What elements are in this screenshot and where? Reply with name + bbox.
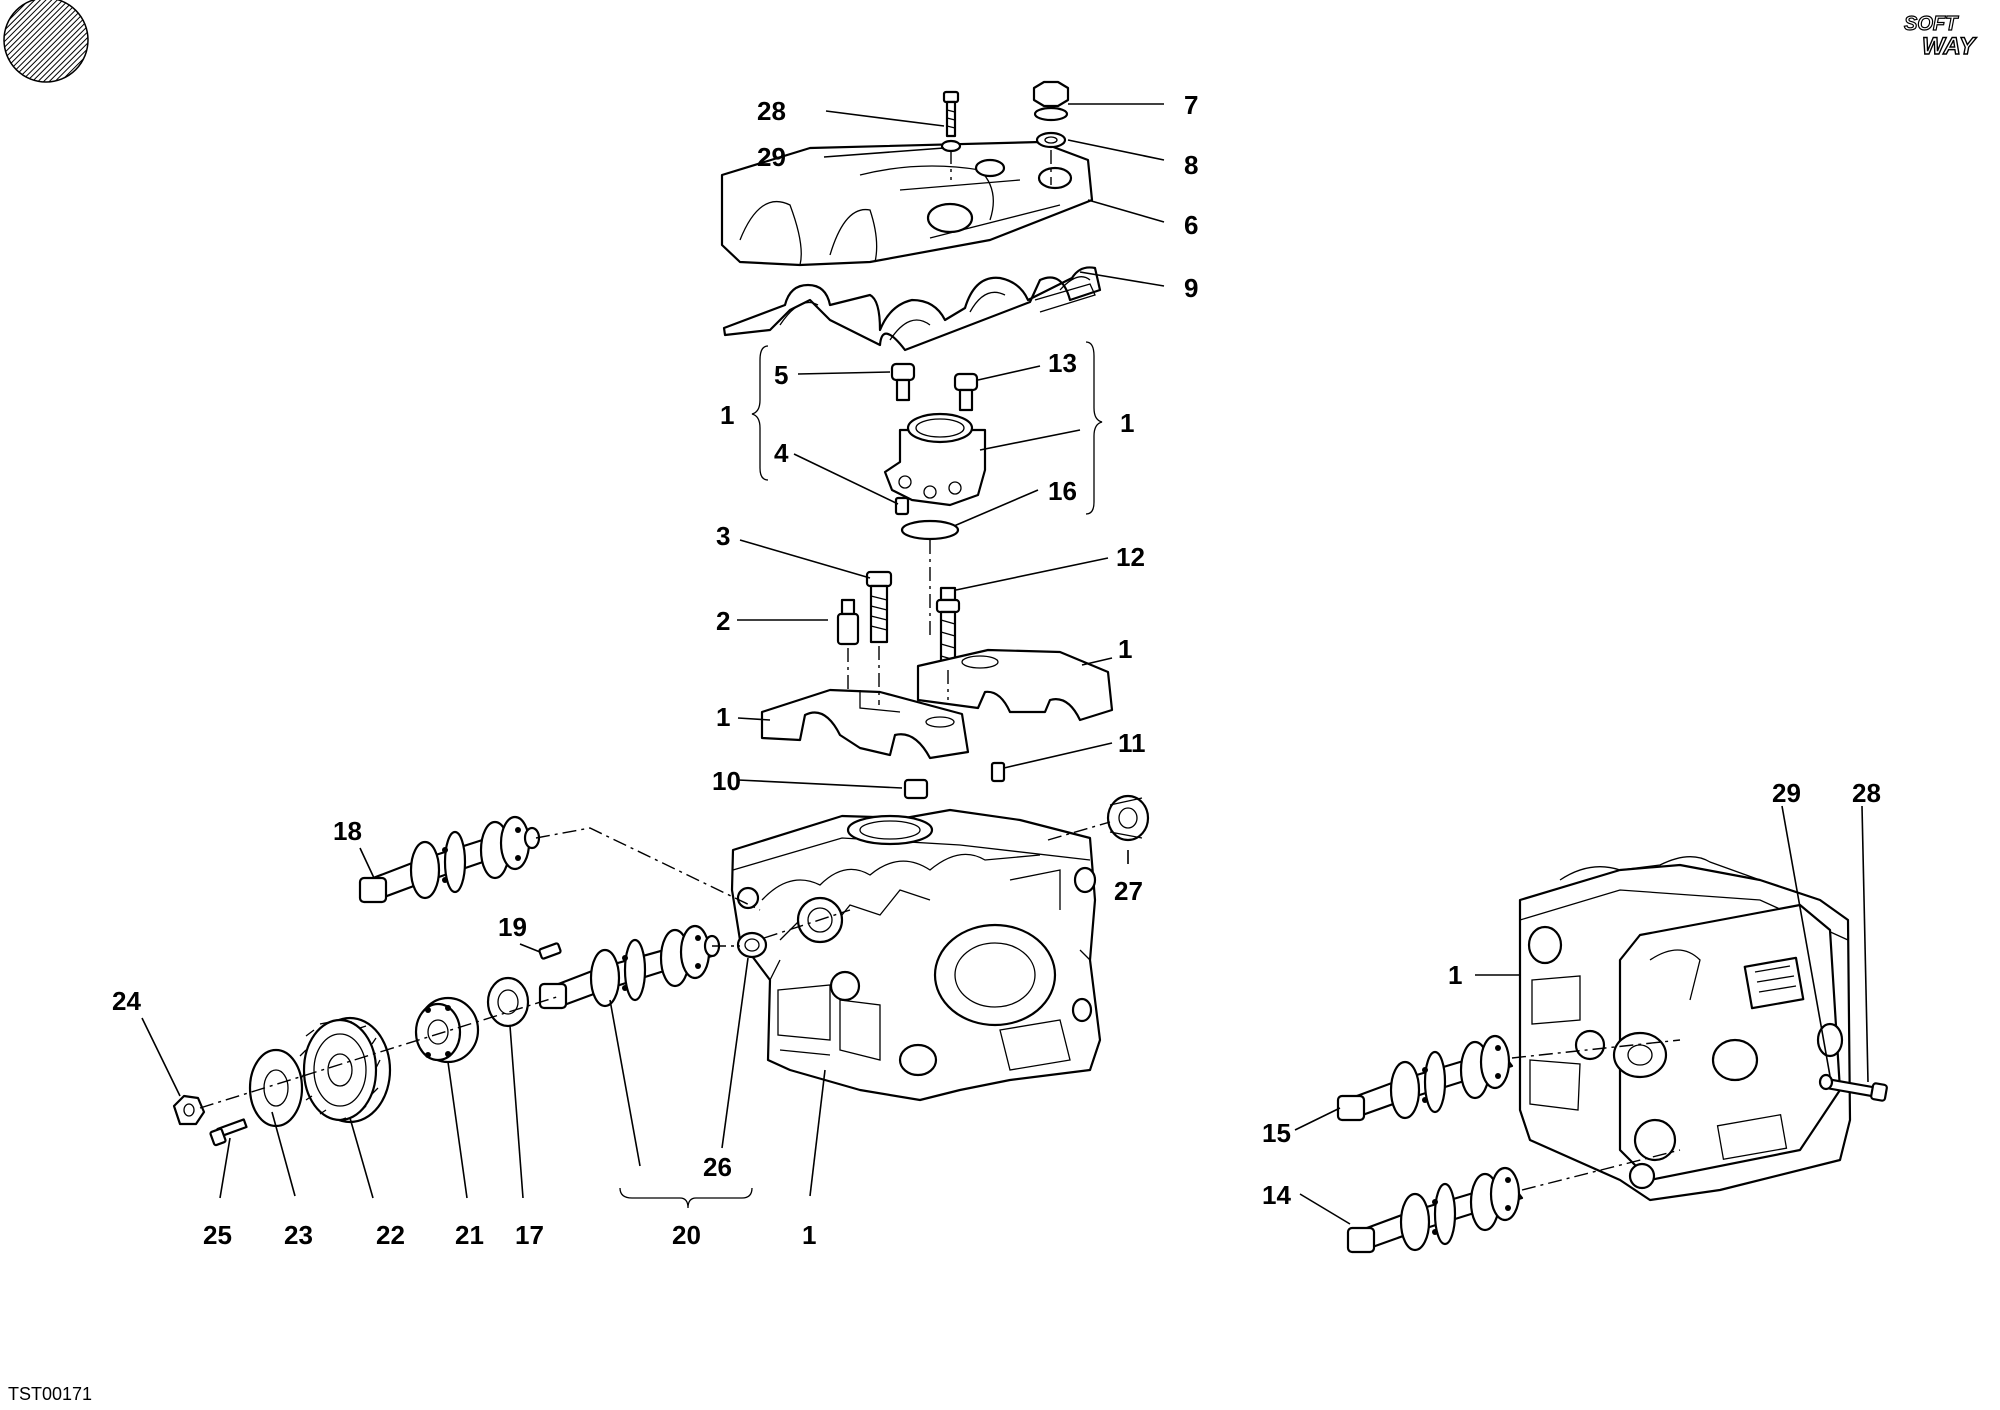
callout-22: 22 (376, 1220, 405, 1250)
callout-24: 24 (112, 986, 141, 1016)
camshaft-14 (1346, 1166, 1524, 1254)
callout-1-brace-left: 1 (720, 400, 734, 430)
callout-9: 9 (1184, 273, 1198, 303)
callout-28-top: 28 (757, 96, 786, 126)
pulley-hub-21 (414, 996, 480, 1064)
drawing-code: TST00171 (8, 1384, 93, 1404)
callout-29-right: 29 (1772, 778, 1801, 808)
valve-cover (720, 140, 1094, 267)
screw-5 (890, 362, 916, 402)
toothed-pulley-22 (299, 1016, 392, 1124)
key-19 (538, 942, 562, 960)
callout-1-right-head: 1 (1448, 960, 1462, 990)
callout-29-top: 29 (757, 142, 786, 172)
brace-right (1085, 341, 1103, 515)
seal-17 (486, 976, 530, 1028)
breather-union (883, 412, 987, 507)
callout-6: 6 (1184, 210, 1198, 240)
callout-28-right: 28 (1852, 778, 1881, 808)
softway-logo: SOFT WAY (1896, 8, 1994, 60)
brace-left (751, 345, 769, 481)
dowel-10 (903, 778, 929, 800)
camshaft-18 (358, 815, 541, 904)
callout-18: 18 (333, 816, 362, 846)
callout-13: 13 (1048, 348, 1077, 378)
callout-15: 15 (1262, 1118, 1291, 1148)
callout-16: 16 (1048, 476, 1077, 506)
callout-17: 17 (515, 1220, 544, 1250)
callout-21: 21 (455, 1220, 484, 1250)
dowel-11 (990, 761, 1006, 783)
callout-3: 3 (716, 521, 730, 551)
washer-29-right (1818, 1073, 1834, 1091)
seal-ring-8 (1035, 131, 1067, 149)
screw-25 (209, 1118, 248, 1147)
cylinder-head-main (730, 808, 1102, 1102)
camshaft-15 (1336, 1034, 1514, 1122)
callout-1-brace-right: 1 (1120, 408, 1134, 438)
callout-23: 23 (284, 1220, 313, 1250)
seal-26 (736, 931, 768, 959)
washer-23 (248, 1048, 304, 1128)
callout-8: 8 (1184, 150, 1198, 180)
oil-filler-plug-7 (1032, 80, 1070, 122)
logo-line2: WAY (1922, 33, 1977, 60)
callout-10: 10 (712, 766, 741, 796)
callout-1-head: 1 (802, 1220, 816, 1250)
stud-12 (935, 586, 961, 670)
callout-4: 4 (774, 438, 789, 468)
screw-13 (953, 372, 979, 412)
cam-cap-right (916, 648, 1114, 722)
valve-cover-gasket (722, 266, 1102, 352)
callout-12: 12 (1116, 542, 1145, 572)
cylinder-head-assembled (1518, 856, 1852, 1202)
logo-line1: SOFT (1904, 13, 1959, 35)
camshaft-20 (538, 924, 721, 1010)
washer-29-top (940, 139, 962, 153)
callout-25: 25 (203, 1220, 232, 1250)
callout-19: 19 (498, 912, 527, 942)
callout-27: 27 (1114, 876, 1143, 906)
callout-11: 11 (1118, 728, 1146, 758)
callout-2: 2 (716, 606, 730, 636)
cam-cap-left (760, 688, 970, 760)
seal-27 (1106, 794, 1150, 842)
callout-5: 5 (774, 360, 788, 390)
screw-3 (865, 570, 893, 644)
callout-1-cap-left: 1 (716, 702, 730, 732)
nut-24 (172, 1094, 206, 1126)
stud-2 (836, 598, 860, 646)
dowel-4 (894, 496, 910, 516)
callout-1-cap-right: 1 (1118, 634, 1132, 664)
screw-28-top (942, 90, 960, 138)
callout-14: 14 (1262, 1180, 1291, 1210)
callout-20: 20 (672, 1220, 701, 1250)
callout-7: 7 (1184, 90, 1198, 120)
bracket-20 (619, 1187, 753, 1209)
corner-disc-mark (3, 0, 89, 83)
o-ring-16 (900, 519, 960, 541)
callout-26: 26 (703, 1152, 732, 1182)
